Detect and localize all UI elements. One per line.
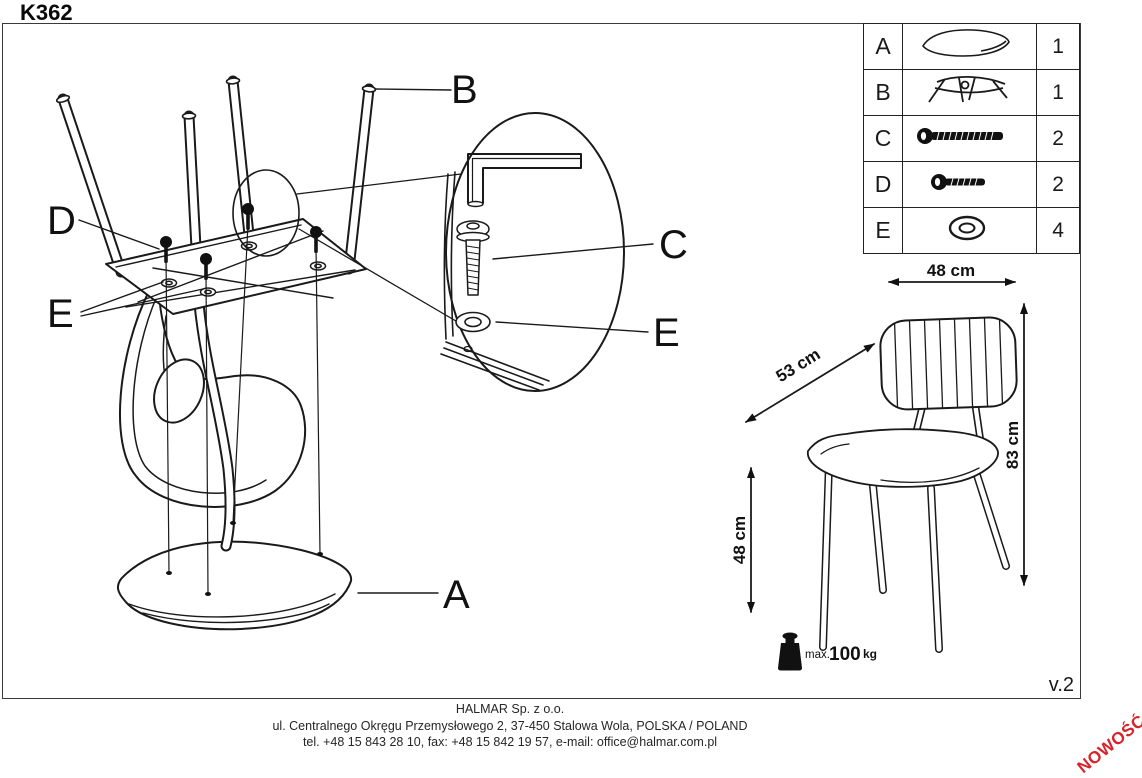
diagram-area: B D E A C E A 1 B 1 — [2, 23, 1081, 699]
label-a: A — [443, 573, 470, 617]
label-d: D — [47, 199, 76, 243]
detail-connector-lines — [296, 173, 462, 325]
part-letter: C — [862, 115, 904, 162]
bolt-c-detail-icon — [456, 220, 490, 296]
part-qty: 4 — [1036, 207, 1080, 254]
max-load-icon — [778, 632, 802, 671]
frame-legs — [55, 75, 377, 552]
max-load-unit: kg — [863, 647, 877, 661]
detail-source-circle — [232, 169, 300, 257]
part-qty: 1 — [1036, 23, 1080, 70]
washer-icon — [948, 215, 985, 241]
assembly-diagram: B D E A C E — [47, 68, 688, 631]
part-letter: E — [862, 207, 904, 254]
short-bolt-icon — [930, 174, 985, 190]
footer-contact: tel. +48 15 843 28 10, fax: +48 15 842 1… — [302, 735, 718, 749]
alignment-lines — [165, 223, 321, 595]
version-label: v.2 — [1048, 674, 1074, 696]
washer-e-detail-icon — [455, 311, 491, 333]
chair-seat — [807, 428, 999, 488]
seat-icon — [921, 29, 1010, 57]
part-letter: B — [862, 69, 904, 116]
label-e: E — [47, 292, 74, 336]
footer: HALMAR Sp. z o.o. ul. Centralnego Okręgu… — [0, 701, 1020, 751]
screw-d-icon — [160, 236, 172, 263]
dimension-figure: 48 cm 53 cm 83 cm 48 cm max. 100 kg — [730, 261, 1028, 671]
screws — [160, 203, 322, 280]
screw-d-icon — [200, 253, 212, 280]
label-e2: E — [653, 311, 680, 355]
part-qty: 2 — [1036, 161, 1080, 208]
allen-key-icon — [467, 153, 582, 208]
parts-table: A 1 B 1 C — [862, 23, 1080, 254]
footer-address: ul. Centralnego Okręgu Przemysłowego 2, … — [272, 718, 748, 733]
page-title: K362 — [20, 0, 73, 25]
max-load-prefix: max. — [805, 649, 830, 661]
frame-icon — [927, 76, 1008, 103]
seat-mount-dots — [166, 521, 323, 596]
screw-c-icon — [242, 203, 254, 230]
detail-magnifier — [440, 112, 625, 392]
leader-lines — [78, 88, 654, 594]
washers — [160, 241, 327, 297]
part-qty: 1 — [1036, 69, 1080, 116]
dimension-arrows — [745, 278, 1028, 613]
label-b: B — [451, 68, 478, 112]
footer-company: HALMAR Sp. z o.o. — [455, 702, 565, 716]
table-row: A 1 — [862, 23, 1080, 70]
dim-height-label: 83 cm — [1003, 421, 1022, 469]
table-row: B 1 — [862, 69, 1080, 116]
table-row: E 4 — [862, 207, 1080, 254]
label-c: C — [659, 223, 688, 267]
part-qty: 2 — [1036, 115, 1080, 162]
part-letter: A — [862, 23, 904, 70]
seat-part — [116, 540, 353, 631]
table-row: C 2 — [862, 115, 1080, 162]
part-letter: D — [862, 161, 904, 208]
dim-seat-height-label: 48 cm — [730, 516, 749, 564]
max-load-value: 100 — [829, 644, 861, 665]
long-bolt-icon — [916, 128, 1003, 144]
table-row: D 2 — [862, 161, 1080, 208]
chair-backrest — [879, 316, 1018, 411]
dim-back-width-label: 48 cm — [927, 261, 975, 280]
new-badge: NOWOŚĆ — [1073, 711, 1142, 777]
